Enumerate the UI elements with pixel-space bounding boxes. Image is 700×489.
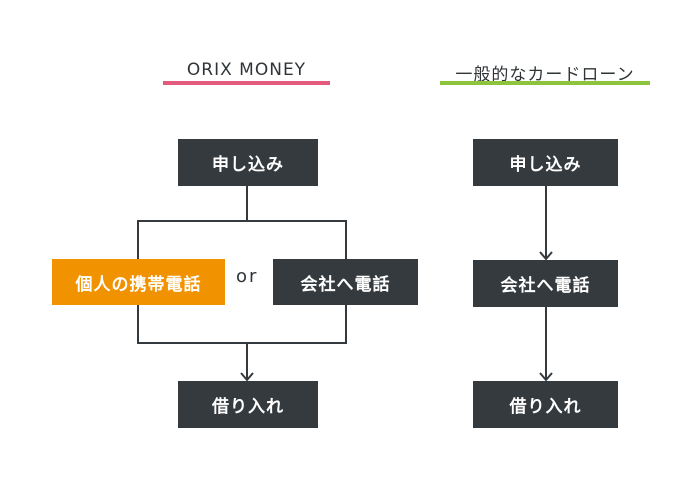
right-company-call-box: 会社へ電話	[473, 260, 618, 307]
card-loan-underline	[440, 81, 650, 85]
left-apply-box: 申し込み	[178, 139, 318, 186]
right-borrow-box: 借り入れ	[473, 381, 618, 428]
left-apply-label: 申し込み	[212, 155, 284, 175]
left-arrowhead	[240, 372, 254, 382]
right-apply-box: 申し込み	[473, 139, 618, 186]
right-borrow-label: 借り入れ	[509, 397, 582, 417]
or-connector: or	[236, 266, 259, 287]
right-apply-label: 申し込み	[509, 155, 582, 175]
orix-money-title: ORIX MONEY	[186, 60, 307, 80]
personal-phone-label: 個人の携帯電話	[75, 274, 202, 295]
right-arrowhead-2	[539, 372, 553, 382]
right-arrowhead-1	[539, 251, 553, 261]
left-borrow-label: 借り入れ	[212, 397, 284, 417]
left-company-call-label: 会社へ電話	[300, 274, 391, 295]
orix-money-underline	[163, 81, 330, 85]
card-loan-title: 一般的なカードローン	[455, 65, 635, 85]
left-branch-bottom	[137, 305, 347, 344]
left-company-call-box: 会社へ電話	[273, 259, 418, 305]
personal-phone-box: 個人の携帯電話	[52, 259, 225, 305]
left-borrow-box: 借り入れ	[178, 381, 318, 428]
left-branch-top	[137, 220, 347, 259]
right-company-call-label: 会社へ電話	[500, 276, 591, 296]
